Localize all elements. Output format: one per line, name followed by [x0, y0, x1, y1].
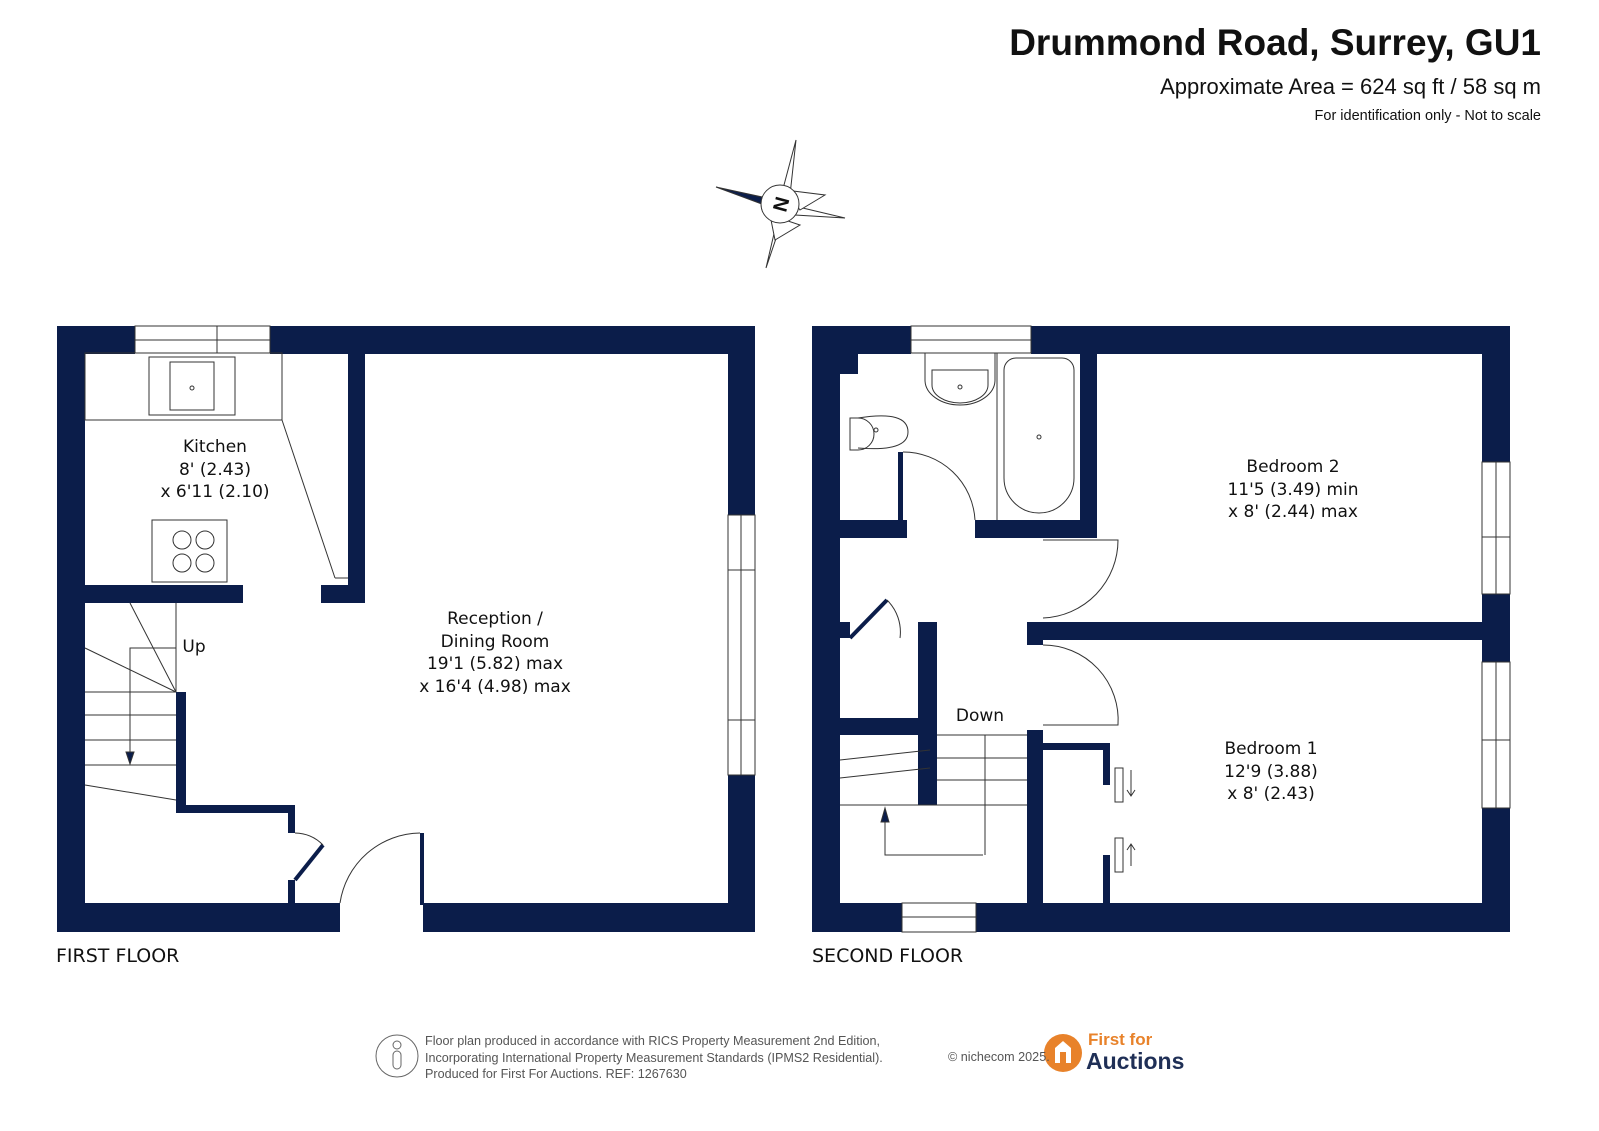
basin-icon [924, 353, 996, 406]
footer-line1: Floor plan produced in accordance with R… [425, 1034, 881, 1048]
reception-name1: Reception / [447, 609, 543, 629]
first-floor-fixtures [84, 325, 756, 904]
reception-dim2: x 16'4 (4.98) max [419, 676, 571, 697]
bedroom2-door-swing [1042, 539, 1119, 619]
info-person-icon [375, 1034, 419, 1078]
bathroom-door-swing [902, 451, 976, 521]
room-label-bedroom2: Bedroom 2 11'5 (3.49) min x 8' (2.44) ma… [1227, 456, 1358, 524]
compass-icon: N [715, 139, 846, 269]
bedroom1-door-swing [1042, 644, 1119, 726]
approximate-area: Approximate Area = 624 sq ft / 58 sq m [1160, 74, 1541, 99]
footer-text: Floor plan produced in accordance with R… [425, 1033, 883, 1083]
brand-logo-icon [1044, 1034, 1082, 1072]
footer-line2: Incorporating International Property Mea… [425, 1050, 883, 1065]
reception-dim1: 19'1 (5.82) max [426, 654, 564, 674]
first-floor-label: FIRST FLOOR [56, 945, 180, 967]
room-label-bedroom1: Bedroom 1 12'9 (3.88) x 8' (2.43) [1224, 738, 1318, 806]
compass-north-label: N [769, 195, 794, 215]
second-floor-label: SECOND FLOOR [812, 945, 964, 967]
kitchen-name: Kitchen [183, 437, 247, 457]
staircase-second-floor [839, 734, 1027, 856]
wardrobe-marker [1114, 767, 1124, 803]
identification-note: For identification only - Not to scale [1314, 108, 1541, 124]
sink-icon [148, 356, 236, 416]
reception-name2: Dining Room [440, 631, 550, 652]
stairs-down-label: Down [955, 706, 1005, 726]
staircase-first-floor [84, 602, 177, 801]
copyright: © nichecom 2025. [948, 1050, 1050, 1064]
brand-name-bottom: Auctions [1086, 1048, 1185, 1074]
brand-name-top: First for [1088, 1030, 1153, 1049]
stairs-up-label: Up [182, 637, 206, 657]
bath-icon [1003, 357, 1075, 514]
bedroom2-dim2: x 8' (2.44) max [1228, 502, 1358, 522]
second-floor-walls [812, 326, 1510, 932]
bedroom2-name: Bedroom 2 [1246, 457, 1340, 477]
kitchen-worktop [84, 352, 283, 421]
second-floor-fixtures [839, 325, 1511, 933]
room-label-kitchen: Kitchen 8' (2.43) x 6'11 (2.10) [160, 436, 269, 504]
bedroom1-name: Bedroom 1 [1224, 739, 1318, 759]
hob-icon [151, 519, 228, 583]
bedroom2-dim1: 11'5 (3.49) min [1227, 479, 1359, 500]
bedroom1-dim2: x 8' (2.43) [1227, 784, 1315, 804]
room-label-reception: Reception / Dining Room 19'1 (5.82) max … [419, 608, 571, 698]
first-floor-walls [57, 326, 755, 932]
kitchen-dim1: 8' (2.43) [178, 459, 252, 480]
toilet-icon [849, 415, 909, 451]
kitchen-dim2: x 6'11 (2.10) [160, 482, 270, 502]
page-title: Drummond Road, Surrey, GU1 [1009, 22, 1541, 63]
footer-line3: Produced for First For Auctions. REF: 12… [425, 1067, 687, 1081]
bedroom1-dim1: 12'9 (3.88) [1224, 761, 1318, 782]
front-door-swing [339, 832, 421, 904]
